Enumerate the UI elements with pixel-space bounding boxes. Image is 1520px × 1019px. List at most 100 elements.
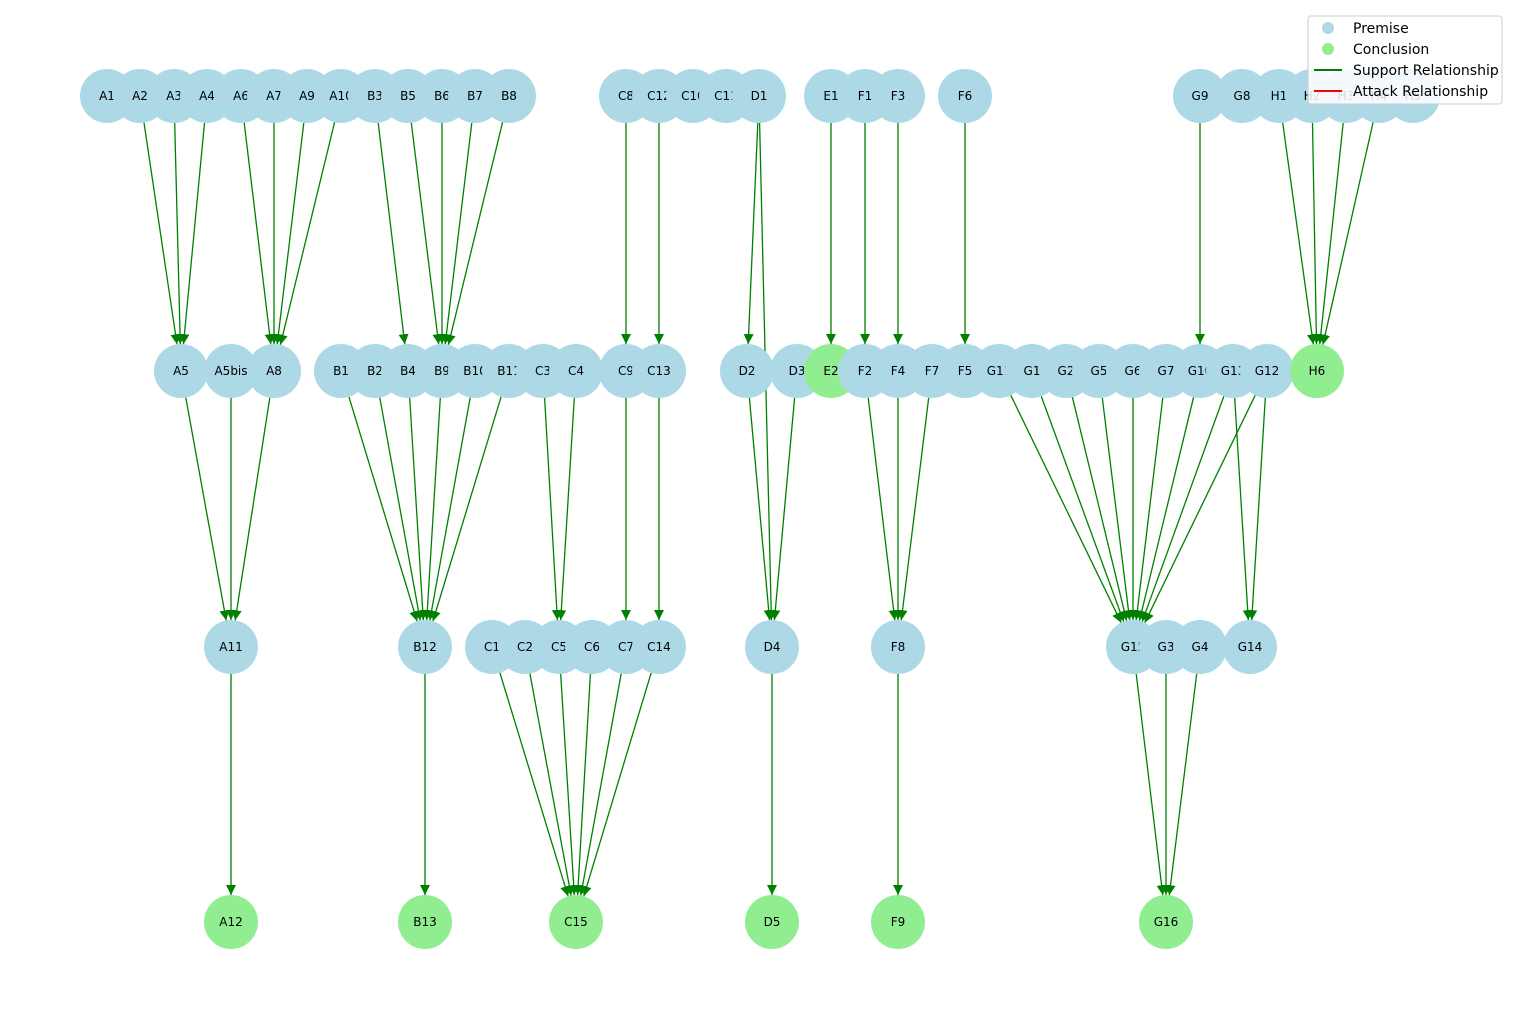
- node-label: C12: [647, 89, 671, 103]
- edge-g12-to-g14: [1247, 397, 1266, 621]
- node-circle: [1173, 620, 1227, 674]
- edge-b2-to-b12: [379, 397, 424, 621]
- edge-b1-to-b12: [348, 396, 419, 622]
- node-circle: [732, 69, 786, 123]
- edge-g10-to-g15: [1136, 397, 1195, 621]
- node-label: B12: [413, 640, 437, 654]
- legend-frame: [1307, 15, 1503, 105]
- node-label: D2: [739, 364, 756, 378]
- node-label: F3: [891, 89, 906, 103]
- edge-d2-to-d4: [748, 397, 774, 621]
- node-circle: [632, 344, 686, 398]
- edge-c7-to-c15: [577, 673, 622, 896]
- node-label: B1: [333, 364, 349, 378]
- node-c14: C14: [632, 620, 686, 674]
- node-label: C6: [584, 640, 600, 654]
- edge-b11-to-b12: [431, 396, 502, 622]
- edge-g4-to-g16: [1165, 673, 1198, 896]
- node-circle: [204, 344, 258, 398]
- node-label: B13: [413, 915, 437, 929]
- node-c15: C15: [549, 895, 603, 949]
- edge-g13-to-g14: [1234, 397, 1253, 621]
- edge-g1-to-g15: [1040, 396, 1125, 622]
- legend-conclusion-marker: [1322, 43, 1334, 55]
- node-label: B10: [463, 364, 487, 378]
- node-label: A1: [99, 89, 115, 103]
- node-label: H6: [1309, 364, 1326, 378]
- node-label: E1: [823, 89, 838, 103]
- node-d2: D2: [720, 344, 774, 398]
- edge-a10-to-a8: [277, 122, 336, 345]
- node-label: A2: [132, 89, 148, 103]
- edge-a5-to-a11: [185, 397, 230, 621]
- node-g4: G4: [1173, 620, 1227, 674]
- node-d1: D1: [732, 69, 786, 123]
- node-label: A9: [299, 89, 315, 103]
- edge-h2-to-h6: [1311, 122, 1322, 345]
- edge-g13-to-g15: [1140, 396, 1225, 622]
- node-a11: A11: [204, 620, 258, 674]
- edge-g11-to-g15: [1010, 395, 1122, 623]
- node-label: C10: [681, 89, 705, 103]
- node-label: B2: [367, 364, 383, 378]
- node-label: B6: [434, 89, 450, 103]
- node-h6: H6: [1290, 344, 1344, 398]
- node-label: G16: [1154, 915, 1179, 929]
- node-label: F4: [891, 364, 906, 378]
- node-label: B4: [400, 364, 416, 378]
- node-label: D5: [764, 915, 781, 929]
- node-label: G13: [1221, 364, 1246, 378]
- edge-f2-to-f8: [867, 397, 899, 621]
- node-label: A3: [166, 89, 182, 103]
- node-label: G8: [1234, 89, 1251, 103]
- node-label: G6: [1125, 364, 1142, 378]
- node-f9: F9: [871, 895, 925, 949]
- node-circle: [1240, 344, 1294, 398]
- node-label: G9: [1192, 89, 1209, 103]
- node-label: G12: [1255, 364, 1280, 378]
- node-label: F5: [958, 364, 973, 378]
- edge-a2-to-a5: [143, 122, 181, 345]
- node-circle: [549, 895, 603, 949]
- node-circle: [1173, 69, 1227, 123]
- node-circle: [154, 344, 208, 398]
- node-label: A8: [266, 364, 282, 378]
- node-label: B7: [467, 89, 483, 103]
- node-label: A4: [199, 89, 215, 103]
- node-a5: A5: [154, 344, 208, 398]
- edge-c14-to-c15: [581, 672, 652, 897]
- edge-d1-to-d2: [743, 122, 759, 345]
- edge-b7-to-b9: [441, 122, 473, 345]
- node-label: E2: [823, 364, 838, 378]
- node-label: B5: [400, 89, 416, 103]
- node-circle: [720, 344, 774, 398]
- node-c13: C13: [632, 344, 686, 398]
- edge-g12-to-g15: [1144, 395, 1256, 623]
- node-label: F1: [858, 89, 873, 103]
- edge-c1-to-c15: [499, 672, 570, 897]
- node-label: G14: [1238, 640, 1263, 654]
- edge-c5-to-c15: [560, 673, 579, 896]
- edge-a9-to-a8: [273, 122, 305, 345]
- node-b12: B12: [398, 620, 452, 674]
- node-c4: C4: [549, 344, 603, 398]
- node-label: G4: [1192, 640, 1209, 654]
- edge-f7-to-f8: [897, 397, 930, 621]
- node-label: C7: [618, 640, 634, 654]
- node-circle: [745, 620, 799, 674]
- node-label: C15: [564, 915, 588, 929]
- edge-b8-to-b9: [445, 122, 504, 345]
- node-circle: [1290, 344, 1344, 398]
- edge-b3-to-b4: [377, 122, 409, 345]
- node-label: C9: [618, 364, 634, 378]
- node-g12: G12: [1240, 344, 1294, 398]
- node-circle: [938, 69, 992, 123]
- node-g9: G9: [1173, 69, 1227, 123]
- node-b13: B13: [398, 895, 452, 949]
- node-label: C13: [647, 364, 671, 378]
- edge-b9-to-b12: [422, 397, 441, 621]
- node-label: F6: [958, 89, 973, 103]
- node-label: B11: [497, 364, 521, 378]
- edge-g7-to-g15: [1132, 397, 1164, 621]
- node-circle: [247, 344, 301, 398]
